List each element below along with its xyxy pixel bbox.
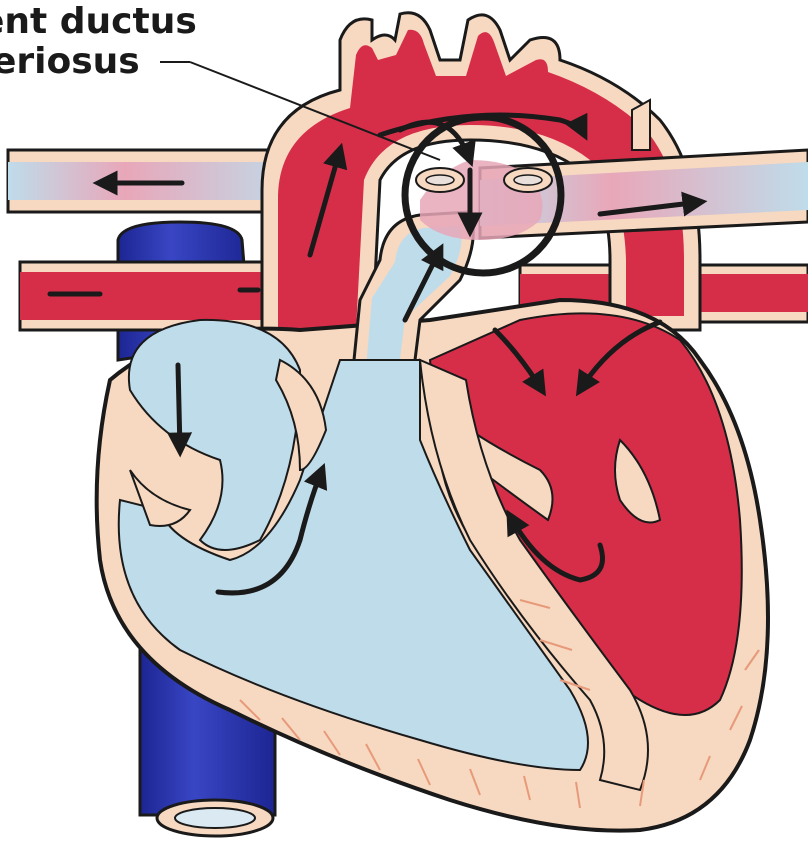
- diagram-label-line1: ent ductus: [0, 2, 197, 42]
- flow-arrow-icon: [178, 365, 180, 450]
- diagram-label-line2: eriosus: [0, 42, 140, 82]
